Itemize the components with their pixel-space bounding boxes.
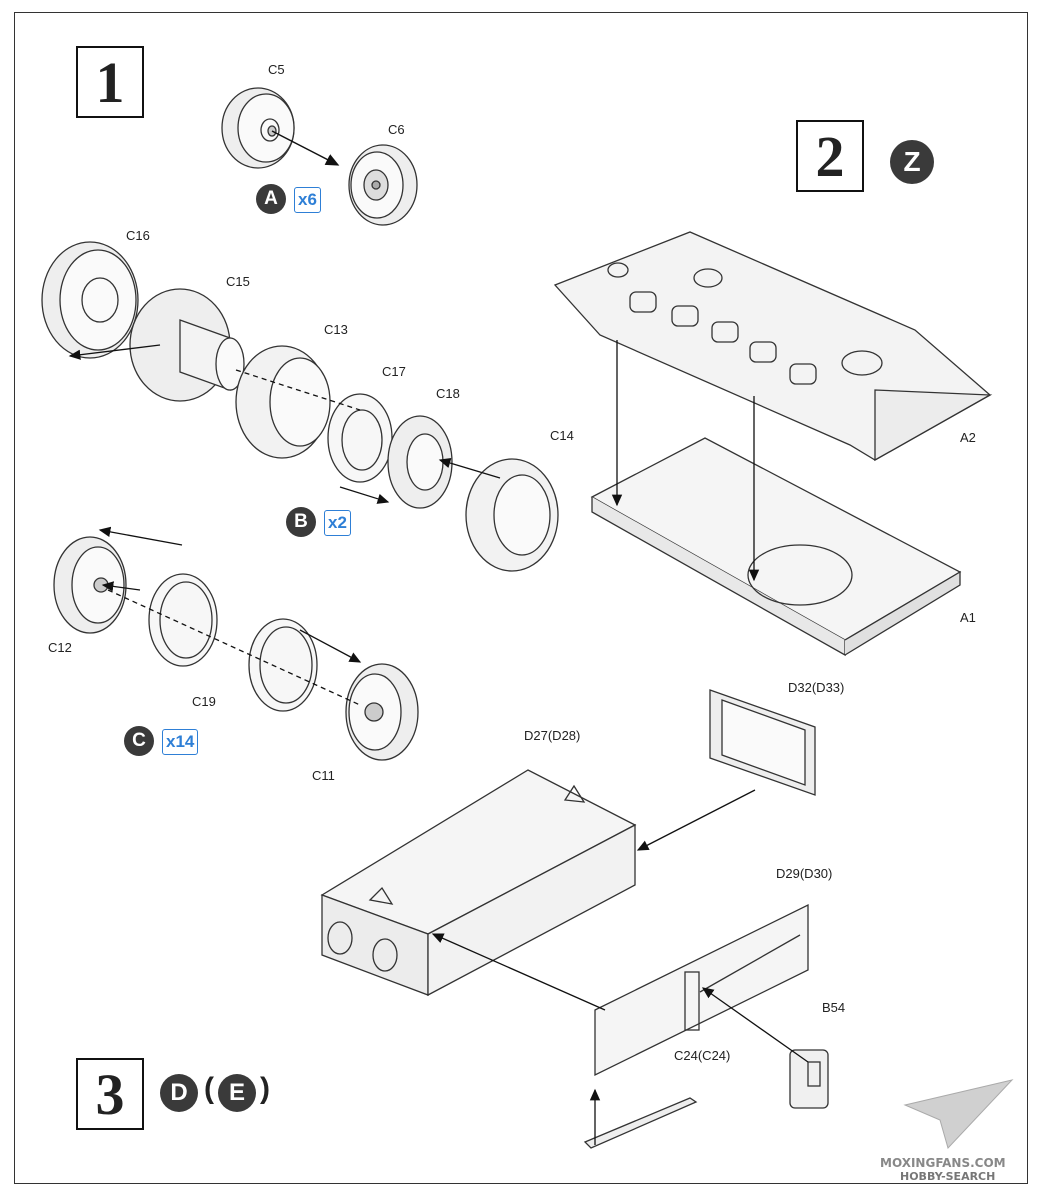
part-c18-wheel [387, 415, 453, 509]
label-c19: C19 [192, 694, 216, 709]
part-a1-lower-hull [590, 437, 962, 657]
part-a2-upper-hull [553, 231, 993, 462]
part-b54-box [789, 1049, 829, 1109]
part-c12-wheel [53, 536, 127, 634]
label-c18: C18 [436, 386, 460, 401]
step-number-1: 1 [76, 46, 144, 118]
label-d27: D27(D28) [524, 728, 581, 743]
label-b54: B54 [822, 1000, 846, 1015]
part-c13-sprocket [235, 345, 331, 459]
part-c17-ring [327, 393, 393, 483]
marker-b: B [286, 507, 316, 537]
part-c11-wheel [345, 663, 419, 761]
watermark-site: MOXINGFANS.COM [880, 1156, 1006, 1170]
label-c17: C17 [382, 364, 406, 379]
part-d27-box [320, 769, 637, 997]
label-c6: C6 [388, 122, 405, 137]
watermark-logo [903, 1079, 1014, 1149]
label-c11: C11 [312, 768, 335, 783]
marker-a: A [256, 184, 286, 214]
part-c16-hub [41, 241, 139, 359]
part-d32-bracket [709, 689, 816, 796]
label-d32: D32(D33) [788, 680, 845, 695]
quantity-b: x2 [324, 510, 351, 536]
watermark-sub: HOBBY-SEARCH [900, 1170, 996, 1183]
marker-z: Z [890, 140, 934, 184]
step-number-2: 2 [796, 120, 864, 192]
marker-c: C [124, 726, 154, 756]
step-number-3: 3 [76, 1058, 144, 1130]
part-c15-hub [129, 288, 245, 402]
part-c14-sprocket [465, 458, 559, 572]
quantity-c: x14 [162, 729, 199, 755]
paren-close: ) [260, 1072, 270, 1105]
label-c13: C13 [324, 322, 348, 337]
marker-d: D [160, 1074, 198, 1112]
part-c6-wheel [348, 144, 418, 226]
part-c24-strip [583, 1097, 698, 1149]
label-a2: A2 [960, 430, 976, 445]
label-c16: C16 [126, 228, 150, 243]
label-c24: C24(C24) [674, 1048, 731, 1063]
quantity-a: x6 [294, 187, 321, 213]
label-c5: C5 [268, 62, 285, 77]
part-d29-plate [594, 903, 809, 1077]
part-c5-wheel [221, 87, 295, 169]
label-c14: C14 [550, 428, 574, 443]
marker-e: E [218, 1074, 256, 1112]
part-c19-tyre-b [248, 618, 318, 712]
paren-open: ( [204, 1072, 214, 1105]
page-border [14, 12, 1028, 1184]
label-a1: A1 [960, 610, 976, 625]
label-c12: C12 [48, 640, 72, 655]
label-c15: C15 [226, 274, 250, 289]
part-c19-tyre-a [148, 573, 218, 667]
label-d29: D29(D30) [776, 866, 833, 881]
